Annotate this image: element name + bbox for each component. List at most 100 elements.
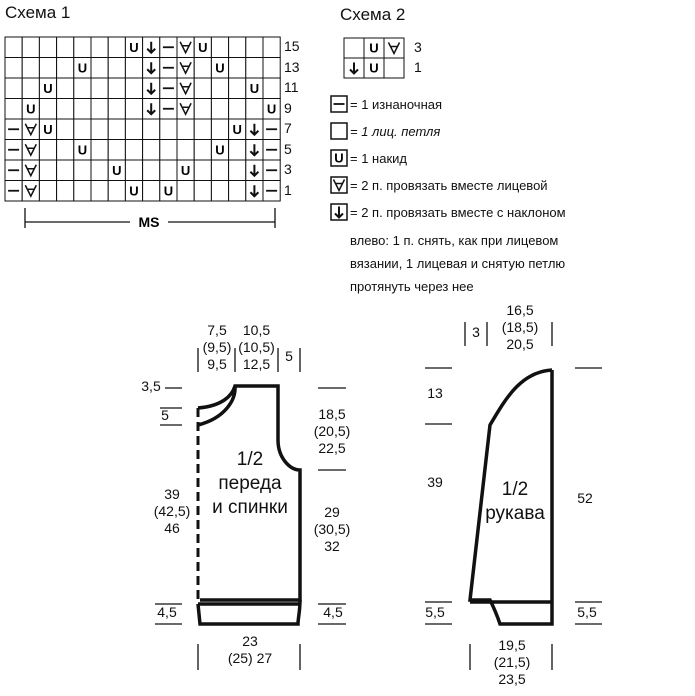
sleeve-bottom-width: 19,5(21,5)23,5	[493, 637, 531, 687]
body-left-rib: 4,5	[157, 604, 177, 620]
chart-cell	[142, 159, 161, 181]
yarn-over-symbol: U	[181, 163, 190, 178]
body-front-neck	[197, 385, 237, 427]
chart-cell	[193, 118, 212, 140]
chart-cell	[38, 98, 58, 120]
yarn-over-symbol: U	[78, 142, 87, 157]
k2tog-symbol	[332, 179, 346, 193]
sleeve-top-width: 16,5(18,5)20,5	[501, 302, 539, 352]
chart-cell	[193, 180, 212, 202]
chart-cell	[107, 139, 126, 161]
scheme2-title: Схема 2	[340, 5, 406, 24]
yarn-over-symbol: U	[215, 142, 224, 157]
legend-item: = 2 п. провязать вместе с наклоном	[330, 203, 566, 221]
scheme2-cells: UU	[343, 37, 405, 79]
k2tog-symbol	[387, 42, 401, 56]
legend-symbol-icon	[330, 203, 348, 221]
chart-cell	[142, 180, 161, 202]
ssk-symbol	[349, 62, 359, 75]
chart-cell	[210, 98, 230, 120]
legend-item: = 1 изнаночная	[330, 95, 442, 113]
body-neck-width: 10,5(10,5)12,5	[238, 322, 275, 372]
ssk-symbol	[249, 144, 260, 157]
chart-cell	[90, 118, 109, 140]
scheme1-row-number: 11	[284, 79, 299, 95]
sleeve-dimension-lines	[425, 322, 602, 670]
chart-cell	[245, 98, 264, 120]
chart-cell	[107, 98, 126, 120]
chart-cell	[107, 180, 126, 202]
yarn-over-symbol: U	[112, 163, 121, 178]
sleeve-left-length: 39	[427, 474, 443, 490]
chart-cell	[73, 98, 92, 120]
scheme1-row-number: 7	[284, 120, 292, 136]
chart-cell	[210, 180, 230, 202]
chart-cell	[124, 118, 144, 140]
sleeve-cap-height: 13	[427, 385, 443, 401]
ssk-symbol	[146, 82, 156, 96]
legend-item: = 1 лиц. петля	[330, 122, 440, 140]
chart-cell	[159, 118, 178, 140]
legend-item: U= 1 накид	[330, 149, 407, 167]
yarn-over-symbol: U	[215, 60, 224, 75]
legend-item: = 2 п. провязать вместе лицевой	[330, 176, 548, 194]
body-armhole-height: 18,5(20,5)22,5	[313, 406, 351, 456]
chart-cell	[210, 118, 230, 140]
yarn-over-symbol: U	[43, 122, 52, 137]
legend-item-text: = 2 п. провязать вместе с наклоном	[350, 205, 566, 220]
chart-cell	[176, 139, 195, 161]
yarn-over-symbol: U	[164, 183, 173, 198]
chart-cell	[107, 118, 126, 140]
scheme2-grid: UU	[343, 37, 405, 79]
legend-cont-line: влево: 1 п. снять, как при лицевом	[350, 233, 559, 248]
chart-cell	[73, 159, 92, 181]
scheme2-row-number: 3	[414, 39, 422, 55]
sleeve-outline	[468, 368, 554, 626]
legend-item-text: = 1 накид	[350, 151, 407, 166]
k2tog-symbol	[24, 164, 37, 178]
body-rib	[196, 599, 302, 626]
legend-continuation: влево: 1 п. снять, как при лицевом вязан…	[350, 229, 690, 298]
body-shoulder-width: 7,5(9,5)9,5	[202, 322, 232, 372]
chart-cell	[73, 180, 92, 202]
chart-cell	[176, 180, 195, 202]
ms-label: MS	[139, 214, 160, 230]
body-left-top: 3,5	[141, 378, 161, 394]
body-bottom-width: 23(25) 27	[227, 633, 273, 666]
body-right-rib: 4,5	[323, 604, 343, 620]
body-top-right: 5	[285, 348, 293, 364]
scheme1-row-number: 13	[284, 58, 300, 75]
chart-cell	[159, 139, 178, 161]
body-dimension-lines	[155, 348, 346, 670]
chart-cell	[56, 139, 75, 161]
chart-cell	[56, 159, 75, 181]
scheme1-row-number: 5	[284, 140, 292, 157]
scheme1-row-number: 1	[284, 181, 292, 198]
ssk-symbol	[249, 185, 260, 198]
chart-cell	[228, 139, 247, 161]
chart-cell	[228, 159, 247, 181]
legend-item-text: = 1 изнаночная	[350, 97, 443, 112]
ssk-symbol	[146, 62, 156, 75]
scheme1-row-number: 9	[284, 99, 292, 116]
chart-cell	[56, 118, 75, 140]
chart-cell	[193, 159, 212, 181]
chart-cell	[38, 180, 58, 202]
chart-cell	[193, 98, 212, 120]
body-piece	[196, 384, 302, 626]
chart-cell	[124, 139, 144, 161]
chart-cell	[73, 118, 92, 140]
yarn-over-symbol: U	[78, 60, 87, 75]
sleeve-top-left: 3	[472, 324, 480, 340]
chart-cell	[383, 57, 405, 79]
legend-cont-line: протянуть через нее	[350, 279, 474, 294]
k2tog-symbol	[24, 184, 37, 198]
yarn-over-symbol: U	[369, 41, 378, 56]
body-left-length: 39(42,5)46	[153, 486, 191, 536]
chart-cell	[90, 98, 109, 120]
body-outline	[197, 384, 302, 602]
sleeve-right-length: 52	[577, 490, 593, 506]
chart-cell	[210, 159, 230, 181]
yarn-over-symbol: U	[129, 183, 138, 198]
